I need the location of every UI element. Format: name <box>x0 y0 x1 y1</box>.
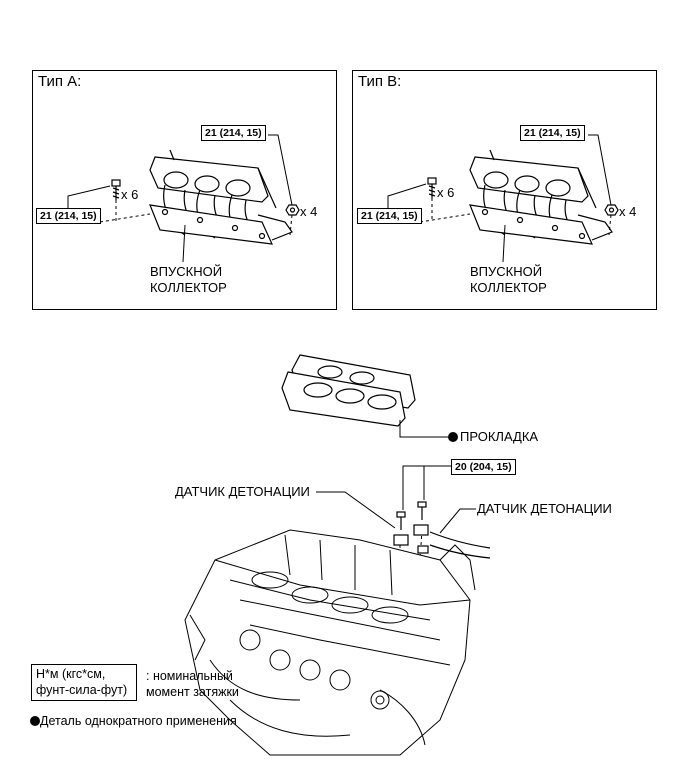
panel-a-bolt-count: x 6 <box>121 187 139 202</box>
panel-a-part-label-1: ВПУСКНОЙ <box>150 264 223 279</box>
knock-sensor-right-label: ДАТЧИК ДЕТОНАЦИИ <box>477 501 612 516</box>
knock-sensor-torque: 20 (204, 15) <box>451 459 516 475</box>
gasket <box>281 354 416 427</box>
legend-torque-unit-box: Н*м (кгс*см, фунт-сила-фут) <box>31 664 137 701</box>
panel-a-torque-left: 21 (214, 15) <box>36 208 101 224</box>
panel-b-part-label-1: ВПУСКНОЙ <box>470 264 543 279</box>
panel-b-torque-left: 21 (214, 15) <box>357 208 422 224</box>
knock-sensor-left-body <box>393 534 409 546</box>
single-use-marker-icon <box>30 716 40 726</box>
legend-single-use-text: Деталь однократного применения <box>40 714 237 728</box>
legend-torque-desc-2: момент затяжки <box>146 685 239 699</box>
legend-torque-unit-1: Н*м (кгс*см, <box>36 667 106 681</box>
legend-single-use: Деталь однократного применения <box>30 713 237 729</box>
knock-sensor-left-label: ДАТЧИК ДЕТОНАЦИИ <box>175 484 310 499</box>
legend-torque-desc-1: : номинальный <box>146 669 233 683</box>
gasket-label: ПРОКЛАДКА <box>460 429 539 444</box>
knock-sensor-right-body <box>413 524 429 536</box>
panel-b-nut-count: x 4 <box>619 204 637 219</box>
panel-b-part-label-2: КОЛЛЕКТОР <box>470 280 547 295</box>
panel-b-torque-top: 21 (214, 15) <box>520 125 585 141</box>
panel-b-bolt-count: x 6 <box>437 185 455 200</box>
legend-torque-unit-2: фунт-сила-фут) <box>36 683 128 697</box>
panel-a-part-label-2: КОЛЛЕКТОР <box>150 280 227 295</box>
panel-b-title: Тип B: <box>358 73 402 90</box>
panel-a-torque-top: 21 (214, 15) <box>201 125 266 141</box>
panel-a-title: Тип A: <box>38 73 82 90</box>
panel-a-nut-count: x 4 <box>300 204 318 219</box>
gasket-single-use-marker <box>448 432 458 442</box>
